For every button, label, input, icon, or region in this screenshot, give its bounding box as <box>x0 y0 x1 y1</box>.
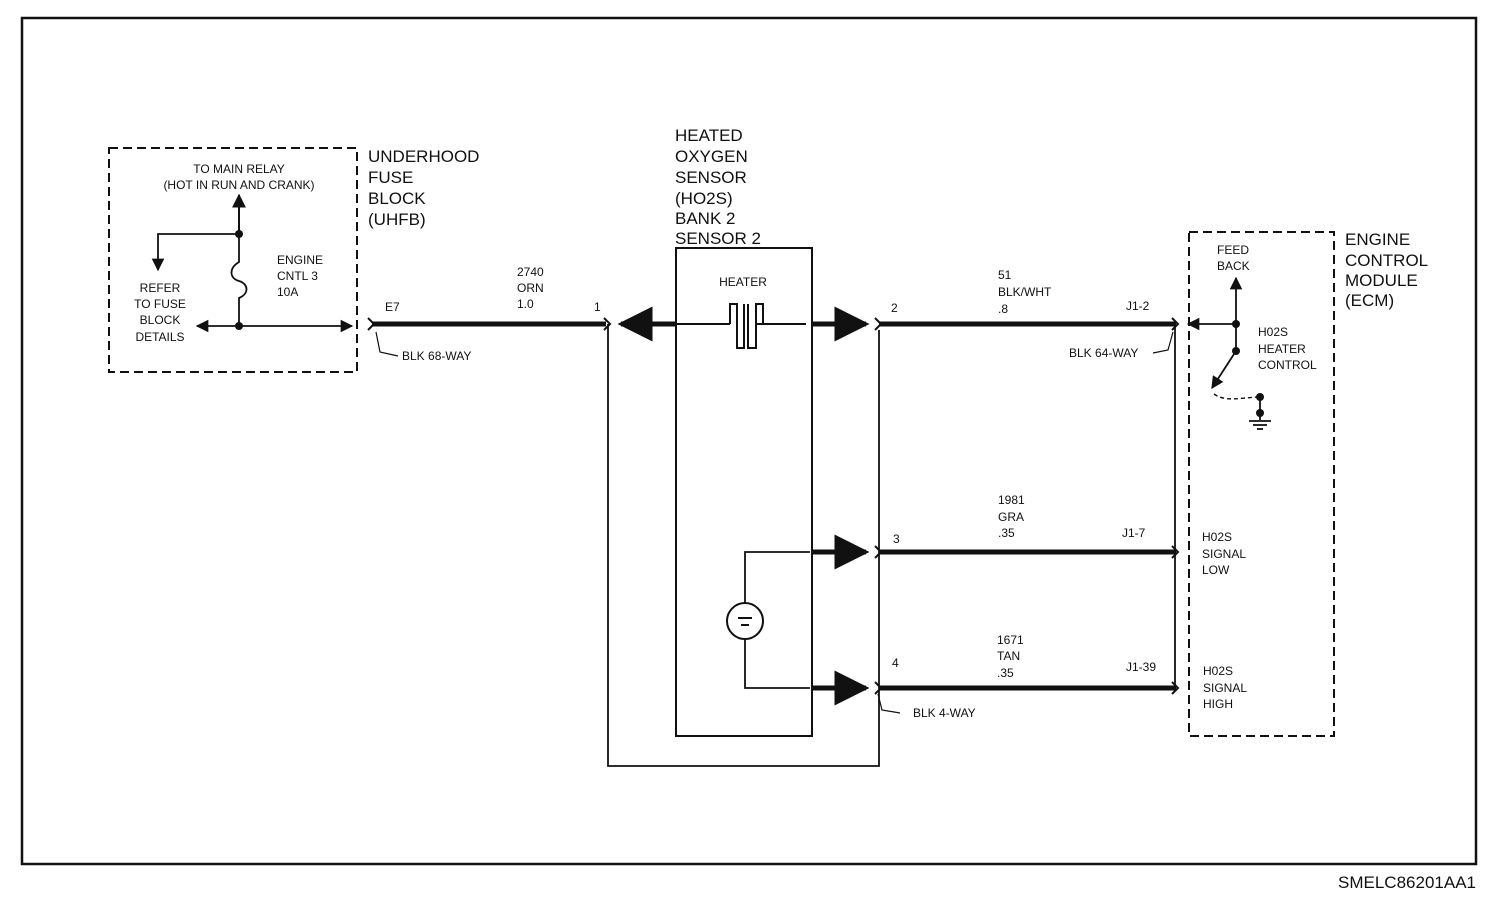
terminal-e7-label: E7 <box>385 300 400 314</box>
svg-text:REFER: REFER <box>140 281 181 295</box>
switch-blade-arrow <box>1211 350 1237 390</box>
connector-68-label: BLK 68-WAY <box>402 349 471 363</box>
svg-text:ENGINE: ENGINE <box>277 253 323 267</box>
svg-text:CONTROL: CONTROL <box>1258 358 1317 372</box>
wire-2740-label: 2740 ORN 1.0 <box>517 265 544 311</box>
svg-text:OXYGEN: OXYGEN <box>675 147 748 166</box>
signal-high-label: H02S SIGNAL HIGH <box>1203 664 1247 711</box>
svg-text:DETAILS: DETAILS <box>135 330 184 344</box>
fuse-path <box>230 234 248 326</box>
connector-chevron <box>603 317 612 331</box>
svg-text:GRA: GRA <box>998 510 1024 524</box>
svg-text:BLOCK: BLOCK <box>368 189 426 208</box>
svg-text:BLK/WHT: BLK/WHT <box>998 285 1052 299</box>
diagram-border <box>20 16 1478 866</box>
heater-element <box>729 303 764 349</box>
svg-text:SIGNAL: SIGNAL <box>1203 681 1247 695</box>
sensing-element-icon <box>726 602 764 640</box>
svg-text:HEATER: HEATER <box>1258 342 1306 356</box>
svg-text:FUSE: FUSE <box>368 168 413 187</box>
sensor-pin-2: 2 <box>891 301 898 315</box>
feedback-label: FEED BACK <box>1217 243 1250 273</box>
ecm-pin-j1-7: J1-7 <box>1122 526 1146 540</box>
svg-text:BLOCK: BLOCK <box>140 313 181 327</box>
refer-label: REFER TO FUSE BLOCK DETAILS <box>134 281 186 344</box>
svg-text:CNTL 3: CNTL 3 <box>277 269 318 283</box>
svg-text:MODULE: MODULE <box>1345 271 1418 290</box>
connector-housing-outline <box>607 324 880 767</box>
sensor-pin-1: 1 <box>594 300 601 314</box>
sensing-loop <box>744 551 810 689</box>
svg-text:1.0: 1.0 <box>517 297 534 311</box>
svg-text:TAN: TAN <box>997 649 1020 663</box>
svg-text:HEATED: HEATED <box>675 126 743 145</box>
ecm-pin-j1-2: J1-2 <box>1126 299 1150 313</box>
svg-text:H02S: H02S <box>1202 530 1232 544</box>
connector-4-leader <box>877 693 901 714</box>
heater-control-label: H02S HEATER CONTROL <box>1258 325 1317 372</box>
svg-text:(ECM): (ECM) <box>1345 291 1394 310</box>
switch-actuator <box>1213 393 1259 400</box>
svg-text:.35: .35 <box>998 526 1015 540</box>
uhfb-box <box>108 147 358 373</box>
svg-text:TO MAIN RELAY: TO MAIN RELAY <box>193 162 285 176</box>
signal-low-label: H02S SIGNAL LOW <box>1202 530 1246 577</box>
svg-text:BANK 2: BANK 2 <box>675 209 735 228</box>
svg-text:10A: 10A <box>277 285 298 299</box>
connector-chevron <box>1171 681 1180 695</box>
svg-text:SENSOR: SENSOR <box>675 168 747 187</box>
svg-text:(UHFB): (UHFB) <box>368 210 426 229</box>
wire-1981-label: 1981 GRA .35 <box>998 493 1025 540</box>
sensor-pin-4: 4 <box>892 656 899 670</box>
sensor-pin-3: 3 <box>893 532 900 546</box>
svg-text:2740: 2740 <box>517 265 544 279</box>
svg-text:TO FUSE: TO FUSE <box>134 297 186 311</box>
svg-text:.8: .8 <box>998 302 1008 316</box>
ecm-pin-j1-39: J1-39 <box>1126 660 1156 674</box>
svg-text:1981: 1981 <box>998 493 1025 507</box>
connector-chevron <box>1171 545 1180 559</box>
heater-label: HEATER <box>719 275 767 289</box>
ecm-title: ENGINE CONTROL MODULE (ECM) <box>1345 230 1428 310</box>
sensor-title: HEATED OXYGEN SENSOR (HO2S) BANK 2 SENSO… <box>675 126 761 248</box>
ground-icon <box>1249 413 1271 430</box>
connector-64-leader <box>1152 331 1174 354</box>
svg-text:51: 51 <box>998 268 1012 282</box>
sensor-body <box>675 247 813 737</box>
svg-text:HIGH: HIGH <box>1203 697 1233 711</box>
wire-51-label: 51 BLK/WHT .8 <box>998 268 1052 316</box>
fuse-label: ENGINE CNTL 3 10A <box>277 253 323 299</box>
svg-text:H02S: H02S <box>1203 664 1233 678</box>
svg-text:H02S: H02S <box>1258 325 1288 339</box>
svg-text:1671: 1671 <box>997 633 1024 647</box>
svg-text:.35: .35 <box>997 666 1014 680</box>
diagram-id: SMELC86201AA1 <box>1338 873 1476 892</box>
svg-text:CONTROL: CONTROL <box>1345 251 1428 270</box>
svg-text:SENSOR 2: SENSOR 2 <box>675 229 761 248</box>
svg-text:LOW: LOW <box>1202 563 1230 577</box>
connector-chevron <box>1171 317 1180 331</box>
wire-1671-label: 1671 TAN .35 <box>997 633 1024 680</box>
svg-text:FEED: FEED <box>1217 243 1249 257</box>
svg-text:(HO2S): (HO2S) <box>675 189 733 208</box>
svg-text:ENGINE: ENGINE <box>1345 230 1410 249</box>
svg-text:SIGNAL: SIGNAL <box>1202 547 1246 561</box>
main-relay-label: TO MAIN RELAY (HOT IN RUN AND CRANK) <box>163 162 314 192</box>
ecm-box <box>1188 231 1335 737</box>
refer-arrow-down <box>151 233 239 272</box>
uhfb-title: UNDERHOOD FUSE BLOCK (UHFB) <box>368 147 479 229</box>
svg-text:ORN: ORN <box>517 281 544 295</box>
svg-text:UNDERHOOD: UNDERHOOD <box>368 147 479 166</box>
connector-68-leader <box>375 331 399 357</box>
svg-text:BACK: BACK <box>1217 259 1250 273</box>
svg-text:(HOT IN RUN AND CRANK): (HOT IN RUN AND CRANK) <box>163 178 314 192</box>
connector-4-label: BLK 4-WAY <box>913 706 976 720</box>
connector-64-label: BLK 64-WAY <box>1069 346 1138 360</box>
